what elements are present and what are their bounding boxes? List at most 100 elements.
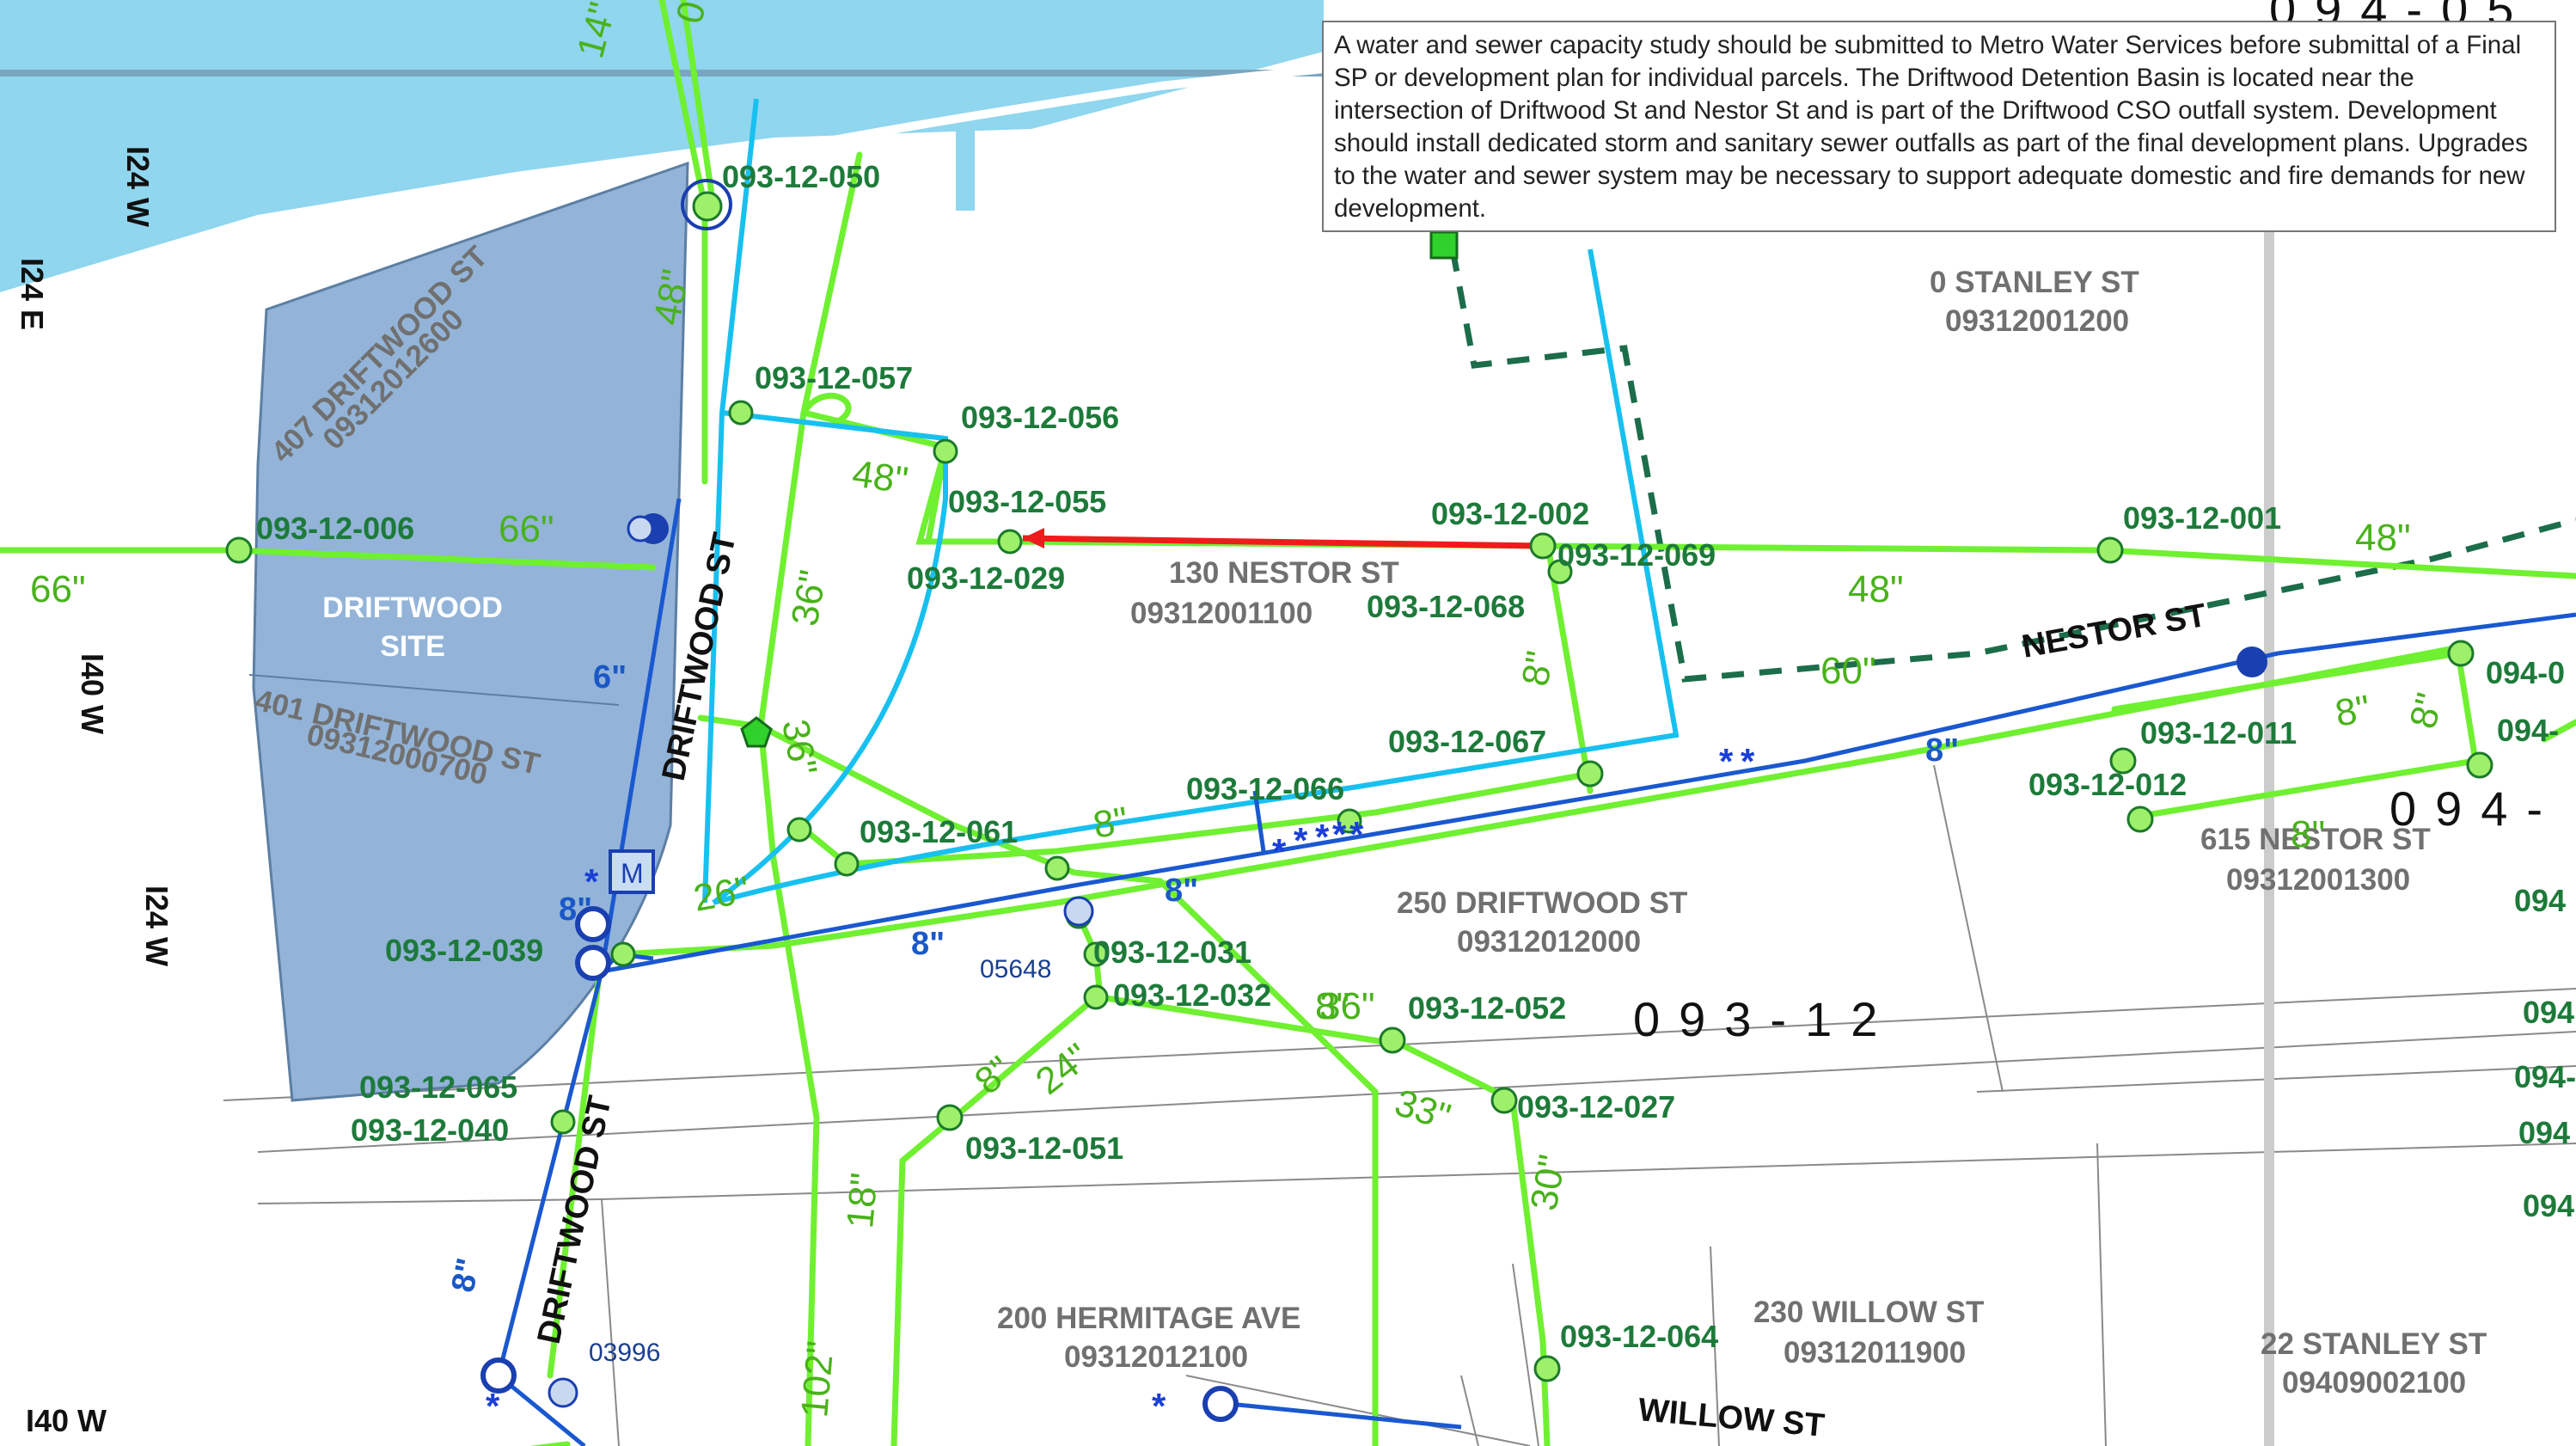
- parcel-address: 22 STANLEY ST: [2261, 1327, 2487, 1361]
- svg-text:*: *: [1741, 741, 1755, 781]
- svg-text:*: *: [584, 861, 599, 902]
- node-label: 093-12-031: [1093, 934, 1251, 970]
- svg-text:*: *: [1315, 817, 1330, 857]
- parcel-address: 0 STANLEY ST: [1930, 266, 2139, 299]
- structure-id: 03996: [589, 1339, 660, 1367]
- node-label: 093-12-064: [1560, 1319, 1718, 1354]
- site-label-line2: SITE: [380, 630, 445, 663]
- node-label: 093-12-068: [1367, 589, 1525, 624]
- node-label: 093-12-052: [1408, 990, 1566, 1026]
- square-marker: [1429, 230, 1459, 260]
- grid-label-093-12: 093-12: [1633, 992, 1896, 1046]
- node-labels: 093-12-050 093-12-057 093-12-056 093-12-…: [256, 159, 2576, 1354]
- pipe-size: 8": [1090, 800, 1131, 847]
- highway-label: I24 E: [15, 258, 50, 330]
- pipe-size: 36": [784, 567, 835, 629]
- water-size: 8": [559, 891, 592, 928]
- node-markers: [225, 191, 2493, 1382]
- pipe-size: 48": [2355, 517, 2411, 559]
- water-size: 6": [593, 659, 627, 695]
- water-size: 8": [1925, 732, 1959, 769]
- highway-label: I24 W: [139, 885, 174, 966]
- node-label: 093-12-065: [359, 1069, 517, 1105]
- node-label: 093-12-057: [755, 360, 913, 395]
- node-label: 094-0: [2486, 655, 2565, 690]
- node-label: 094: [2523, 995, 2574, 1030]
- node-label: 093-12-051: [965, 1130, 1123, 1166]
- svg-text:*: *: [1272, 831, 1287, 872]
- pipe-size: 102": [793, 1339, 842, 1419]
- parcel-id: 09312001200: [1945, 304, 2129, 338]
- pipe-size: 48": [1848, 568, 1904, 610]
- pipe-size: 30": [1523, 1152, 1574, 1214]
- outfall-channel: [956, 129, 975, 211]
- node-label: 093-12-067: [1388, 724, 1546, 759]
- node-label: 093-12-040: [351, 1112, 509, 1148]
- capacity-note: A water and sewer capacity study should …: [1322, 21, 2556, 232]
- manhole-box: [609, 849, 655, 894]
- site-label-line1: DRIFTWOOD: [322, 591, 503, 624]
- svg-text:*: *: [1349, 814, 1364, 855]
- driftwood-site-parcel[interactable]: [252, 161, 689, 1102]
- node-label: 094-: [2514, 1059, 2576, 1094]
- manhole-letter: M: [621, 858, 644, 889]
- svg-text:*: *: [1719, 741, 1734, 781]
- node-label: 093-12-050: [722, 159, 880, 194]
- pipe-size: 66": [30, 568, 86, 610]
- red-arrow: [1023, 528, 1044, 548]
- parcel-address: 200 HERMITAGE AVE: [997, 1302, 1300, 1335]
- pipe-size: 48": [646, 267, 697, 328]
- water-structures: [480, 179, 2267, 1422]
- node-label: 093-12-006: [256, 511, 414, 546]
- parcel-id: 09312012100: [1064, 1340, 1248, 1374]
- pipe-size: 8": [2291, 813, 2325, 855]
- node-label: 093-12-066: [1186, 771, 1344, 806]
- water-size-labels: 6" 8" 8" 8" 8" 8": [445, 659, 1959, 1296]
- node-label: 093-12-055: [948, 484, 1106, 519]
- red-pipe: [1022, 535, 1544, 549]
- pipe-size: 60": [1820, 650, 1876, 692]
- node-label: 094: [2523, 1188, 2574, 1223]
- parcel-address: 615 NESTOR ST: [2200, 823, 2431, 856]
- pipe-size: 8": [2332, 688, 2373, 735]
- pipe-size: 26": [690, 868, 752, 919]
- parcel-address: 250 DRIFTWOOD ST: [1397, 886, 1687, 920]
- node-label: 093-12-032: [1113, 977, 1271, 1013]
- node-label: 093-12-061: [860, 814, 1018, 849]
- parcel-address: 230 WILLOW ST: [1753, 1296, 1984, 1329]
- water-size: 8": [1165, 873, 1198, 909]
- parcel-id: 09312012000: [1457, 925, 1641, 959]
- svg-text:*: *: [1152, 1386, 1166, 1426]
- node-label: 093-12-011: [2140, 715, 2297, 751]
- highway-label: I40 W: [75, 653, 110, 734]
- node-label: 093-12-012: [2028, 767, 2187, 802]
- pipe-size: 66": [499, 508, 554, 550]
- pentagon-marker: [740, 716, 773, 748]
- node-label: 094-: [2497, 713, 2559, 748]
- pipe-size: 48": [850, 452, 911, 502]
- water-size: 8": [445, 1255, 487, 1296]
- parcel-id: 09312011900: [1784, 1336, 1966, 1369]
- highway-label: I40 W: [26, 1403, 107, 1438]
- water-valves: * * * * * * * * * *: [486, 741, 1755, 1426]
- parcel-boundaries: [223, 764, 2576, 1446]
- svg-text:*: *: [1294, 820, 1308, 861]
- structure-id: 05648: [980, 955, 1051, 983]
- node-label: 093-12-002: [1431, 496, 1589, 531]
- parcel-address: 130 NESTOR ST: [1169, 556, 1399, 590]
- highway-label: I24 W: [120, 146, 156, 227]
- site-divider: [248, 674, 620, 706]
- node-label: 093-12-039: [385, 933, 543, 968]
- pipe-size: 18": [839, 1171, 885, 1230]
- pipe-size: 8": [1315, 985, 1349, 1027]
- node-label: 093-12-056: [961, 400, 1119, 435]
- node-label: 093-12-069: [1557, 537, 1716, 573]
- node-label: 093-12-027: [1517, 1089, 1675, 1124]
- parcel-id: 09409002100: [2282, 1366, 2466, 1400]
- parcel-id: 09312001100: [1130, 597, 1312, 630]
- parcel-labels: 407 DRIFTWOOD ST 09312012600 401 DRIFTWO…: [252, 240, 2487, 1400]
- pipe-size: 8": [1514, 648, 1562, 689]
- water-size: 8": [911, 926, 945, 962]
- node-label: 093-12-001: [2123, 500, 2281, 536]
